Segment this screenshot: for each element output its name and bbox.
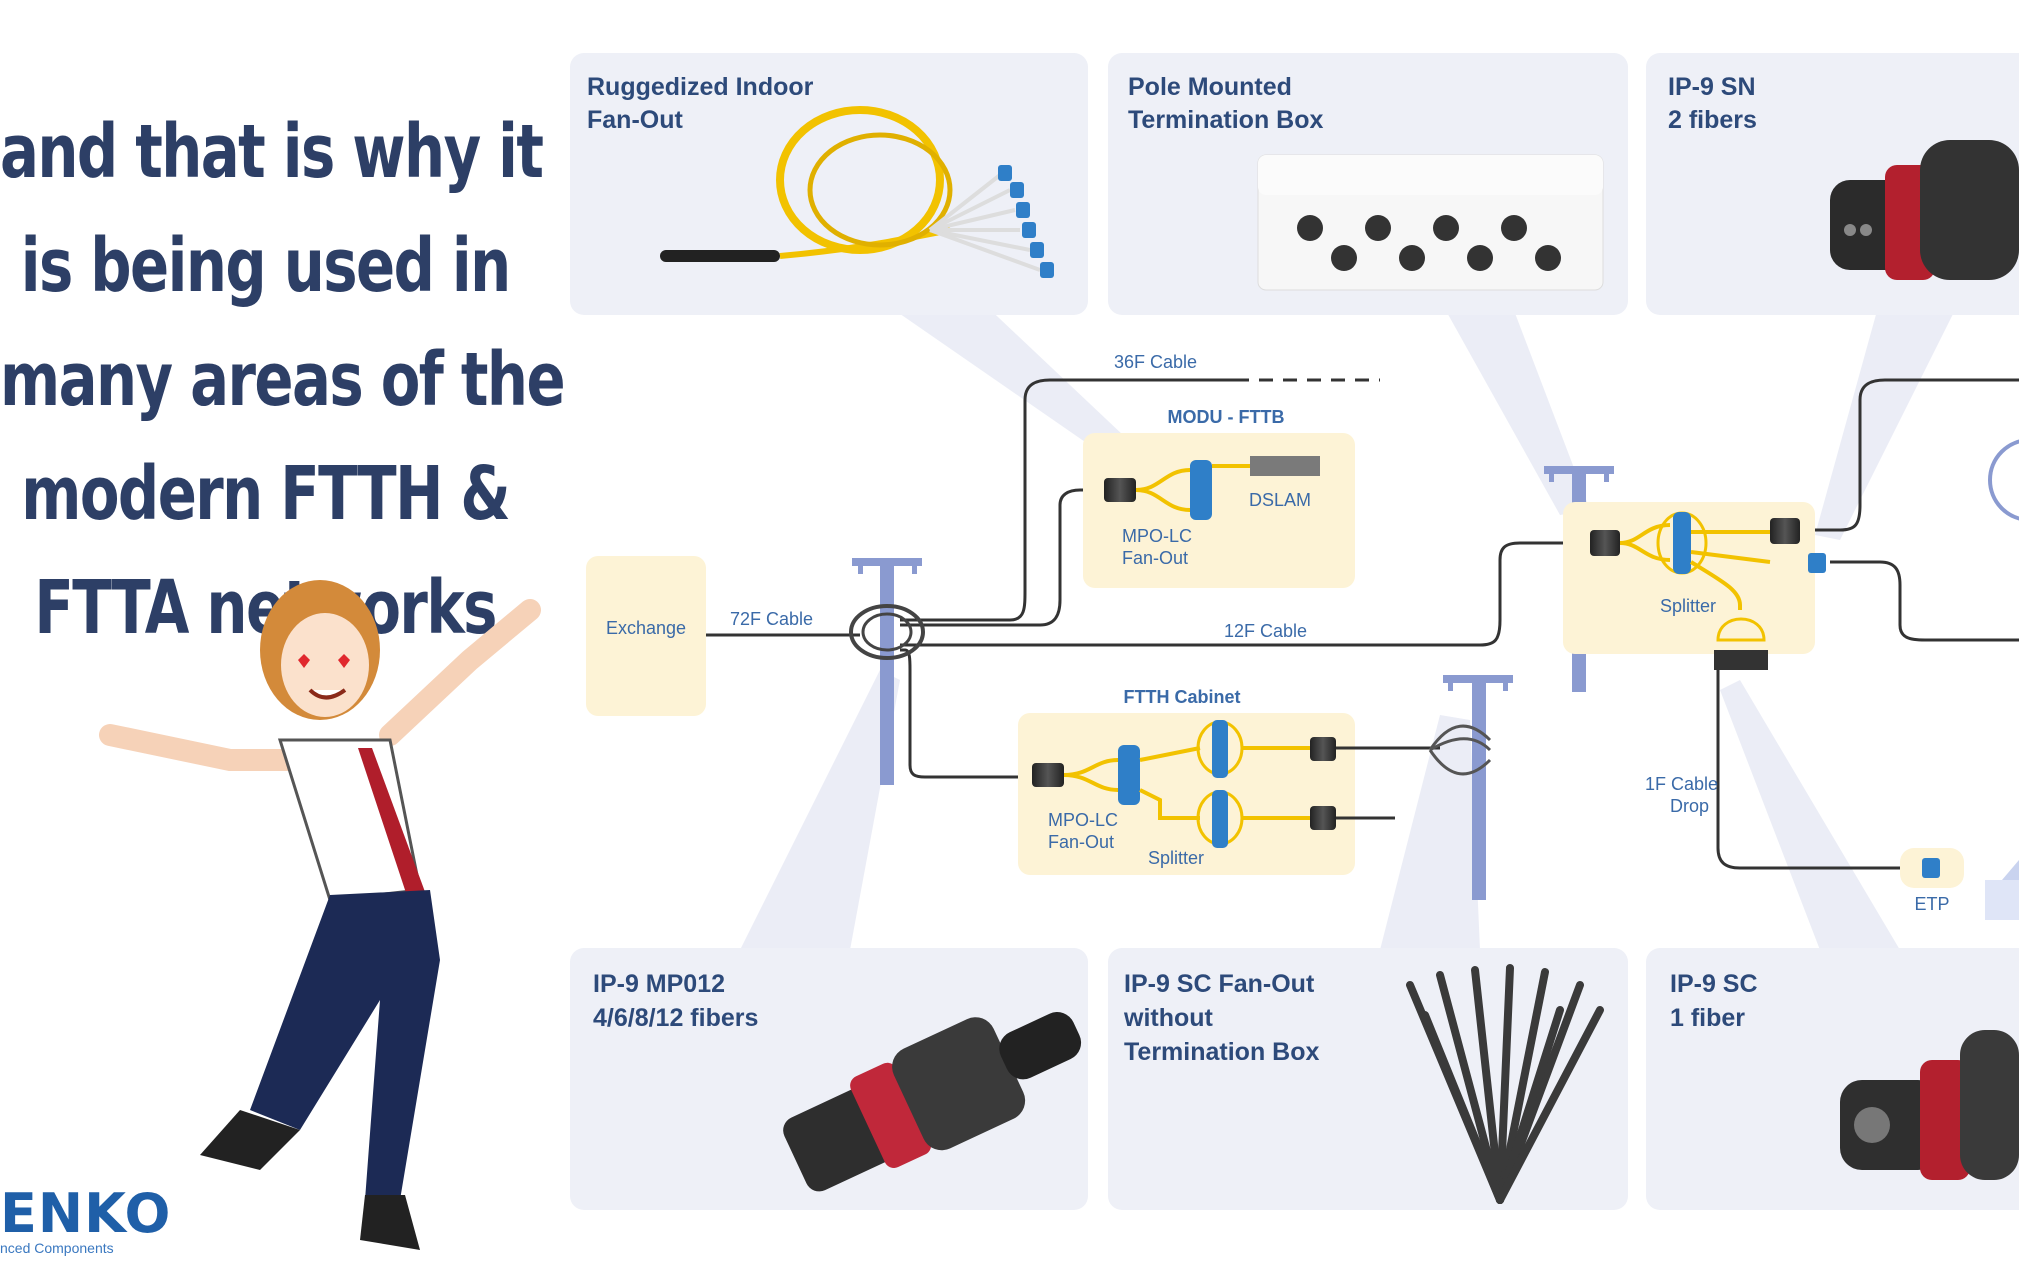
modu-fttb-title: MODU - FTTB [1168, 407, 1285, 427]
callout-beams [740, 300, 1960, 950]
cables [706, 378, 2019, 870]
panel-ip9scfan-title: IP-9 SC Fan-Out [1124, 970, 1315, 998]
cabinet-mpo-lc-label: MPO-LC [1048, 810, 1118, 830]
panel-ip9scfan-line2: without [1123, 1004, 1214, 1032]
ip9-mpo-connector-image [783, 1012, 1082, 1192]
pole-splitter-zone: Splitter [1563, 502, 1826, 670]
modu-connector [1104, 478, 1136, 502]
etp-label: ETP [1914, 894, 1949, 914]
modu-fanout-block [1190, 460, 1212, 520]
panel-pole-title: Pole Mounted [1128, 73, 1292, 101]
cabinet-splitter-label: Splitter [1148, 848, 1204, 868]
cartoon-woman-illustration [99, 580, 541, 1250]
brand-tagline: nced Components [0, 1240, 114, 1256]
dslam-label: DSLAM [1249, 490, 1311, 510]
cable-12f-label: 12F Cable [1224, 621, 1307, 641]
ftth-cabinet-zone: FTTH Cabinet MPO-LC Fan-Out Splitter [1018, 687, 1355, 875]
dslam-box [1250, 456, 1320, 476]
pole-2 [1428, 675, 1513, 900]
modu-fanout-label: Fan-Out [1122, 548, 1188, 568]
panel-ip9mpo-title: IP-9 MP012 [593, 970, 725, 998]
cable-72f-label: 72F Cable [730, 609, 813, 629]
headline-line-1: and that is why it [0, 109, 544, 195]
panel-ruggedized: Ruggedized Indoor Fan-Out [570, 53, 1088, 315]
panel-ip9mpo-subtitle: 4/6/8/12 fibers [593, 1004, 758, 1032]
cabinet-fanout-block [1118, 745, 1140, 805]
panel-ip9sc-title: IP-9 SC [1670, 970, 1758, 998]
panel-ip9sn-subtitle: 2 fibers [1668, 106, 1757, 134]
panel-ip9-sc: IP-9 SC 1 fiber [1646, 948, 2019, 1210]
panel-ip9-mpo: IP-9 MP012 4/6/8/12 fibers [570, 948, 1088, 1210]
cable-36f-label: 36F Cable [1114, 352, 1197, 372]
cabinet-splitter-2 [1212, 790, 1228, 848]
house-icon [1985, 860, 2019, 920]
panel-ip9-sc-fan: IP-9 SC Fan-Out without Termination Box [1108, 948, 1628, 1210]
termination-box-image [1257, 154, 1604, 291]
panel-ruggedized-title: Ruggedized Indoor [587, 73, 814, 101]
pole-splitter-block [1673, 512, 1691, 574]
fan-out-cable-image [660, 106, 1054, 278]
ip9-sc-connector-image [1840, 1030, 2019, 1180]
panel-ip9scfan-line3: Termination Box [1124, 1038, 1319, 1066]
cabinet-connector [1032, 763, 1064, 787]
pole-splitter-label: Splitter [1660, 596, 1716, 616]
ftth-cabinet-title: FTTH Cabinet [1124, 687, 1241, 707]
antenna-site-icon [1988, 439, 2019, 521]
cabinet-fanout-label: Fan-Out [1048, 832, 1114, 852]
panel-pole-subtitle: Termination Box [1128, 106, 1323, 134]
panel-ruggedized-subtitle: Fan-Out [587, 106, 683, 134]
drop-cable-label-2: Drop [1670, 796, 1709, 816]
headline-line-3: many areas of the [0, 337, 566, 423]
exchange-label: Exchange [606, 618, 686, 638]
panel-ip9sc-subtitle: 1 fiber [1670, 1004, 1745, 1032]
modu-fttb-zone: MODU - FTTB DSLAM MPO-LC Fan-Out [1083, 407, 1355, 588]
headline-line-2: is being used in [20, 223, 511, 309]
drop-cable-label-1: 1F Cable [1645, 774, 1718, 794]
brand-logo: ENKO [0, 1182, 172, 1245]
panel-pole-mounted: Pole Mounted Termination Box [1108, 53, 1628, 315]
panel-ip9sn-title: IP-9 SN [1668, 73, 1756, 101]
pole-1 [849, 558, 925, 785]
ip9-sc-fan-out-image [1406, 964, 1604, 1204]
ip9-sn-connector-image [1830, 140, 2019, 280]
headline-line-4: modern FTTH & [21, 451, 510, 537]
cabinet-splitter-1 [1212, 720, 1228, 778]
panel-ip9-sn: IP-9 SN 2 fibers [1646, 53, 2019, 315]
modu-mpo-lc-label: MPO-LC [1122, 526, 1192, 546]
etp-node: ETP [1900, 848, 1964, 914]
exchange-node: Exchange [586, 556, 706, 716]
